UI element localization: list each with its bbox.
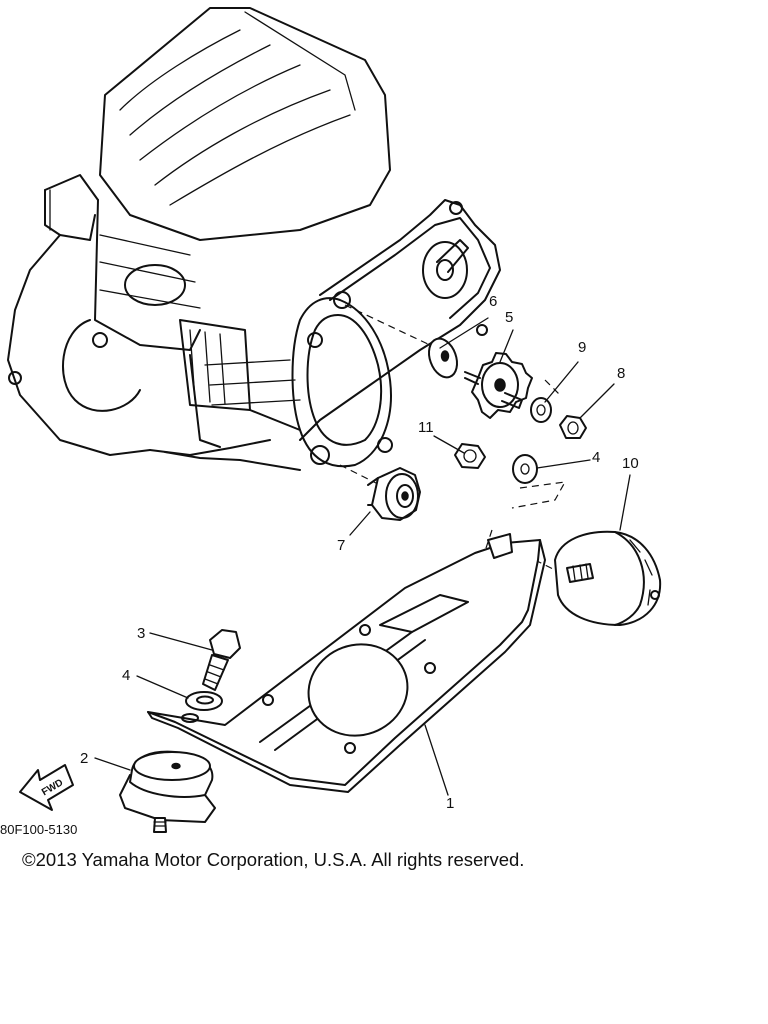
part-5-sprocket: [464, 352, 533, 419]
callout-6: 6: [489, 293, 497, 310]
part-1-bracket: [147, 533, 546, 793]
part-11-nut: [454, 443, 486, 469]
callout-10: 10: [622, 455, 639, 472]
callouts: 6 5 9 8 11 4 10 7 3 4 2 1: [80, 293, 639, 812]
leader-lines: [94, 317, 631, 796]
part-9-washer: [530, 397, 552, 423]
callout-4-lower: 4: [122, 667, 130, 684]
callout-7: 7: [337, 537, 345, 554]
diagram-reference-code: 80F100-5130: [0, 822, 77, 837]
alignment-lines: [339, 304, 567, 571]
part-6-washer: [427, 337, 459, 379]
callout-4-upper: 4: [592, 449, 600, 466]
copyright-notice: ©2013 Yamaha Motor Corporation, U.S.A. A…: [22, 849, 525, 870]
engine-block: [7, 7, 501, 471]
part-10-engine-mount: [554, 530, 662, 626]
part-2-engine-mount: [119, 750, 216, 833]
part-4-washer-lower: [185, 691, 223, 711]
part-3-bolt: [202, 629, 241, 691]
part-4-washer-upper: [512, 454, 538, 484]
callout-11: 11: [418, 419, 434, 436]
forward-arrow-icon: FWD: [19, 764, 74, 811]
callout-5: 5: [505, 309, 513, 326]
callout-3: 3: [137, 625, 145, 642]
part-8-nut: [559, 415, 587, 439]
part-7-bushing: [367, 467, 421, 521]
callout-1: 1: [446, 795, 454, 812]
callout-9: 9: [578, 339, 586, 356]
callout-8: 8: [617, 365, 625, 382]
callout-2: 2: [80, 750, 88, 767]
